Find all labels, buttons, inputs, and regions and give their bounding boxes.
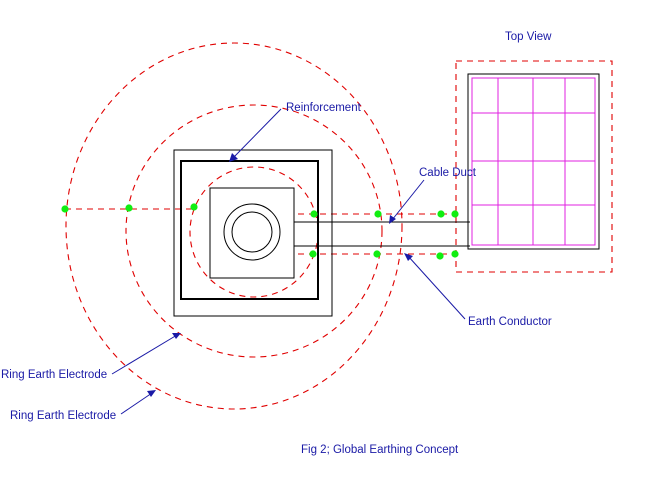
node-duct-upper-1 xyxy=(310,210,318,218)
ring-electrodes xyxy=(65,42,613,410)
node-duct-lower-2 xyxy=(373,250,381,258)
label-cable-duct: Cable Duct xyxy=(419,167,477,179)
node-inner-ring xyxy=(190,203,198,211)
tower-shaft-inner xyxy=(231,211,273,253)
arrow-reinforcement xyxy=(229,153,238,162)
node-duct-lower-4 xyxy=(451,250,459,258)
node-outer-ring xyxy=(61,205,69,213)
label-ring-earth-electrode-outer: Ring Earth Electrode xyxy=(10,410,116,422)
middle-ring-electrode xyxy=(125,104,383,358)
node-duct-upper-2 xyxy=(374,210,382,218)
arrow-ring-inner xyxy=(172,333,181,339)
leader-earth-conductor xyxy=(407,255,466,320)
label-ring-earth-electrode-inner: Ring Earth Electrode xyxy=(1,369,107,381)
leader-ring-outer xyxy=(120,392,153,415)
tower-shaft-outer xyxy=(223,203,281,261)
foundation-slab xyxy=(173,149,333,317)
panel-grid xyxy=(472,78,595,245)
node-duct-upper-3 xyxy=(437,210,445,218)
leader-lines xyxy=(111,108,466,415)
node-duct-upper-4 xyxy=(451,210,459,218)
leader-reinforcement xyxy=(232,108,282,159)
figure-caption: Fig 2; Global Earthing Concept xyxy=(301,444,459,456)
connection-nodes xyxy=(61,203,459,260)
tower-base xyxy=(209,187,295,279)
panel-ring-electrode xyxy=(455,60,613,273)
outer-ring-electrode xyxy=(65,42,403,410)
label-reinforcement: Reinforcement xyxy=(286,102,362,114)
cable-duct xyxy=(294,221,470,247)
node-duct-lower-3 xyxy=(436,252,444,260)
node-middle-ring xyxy=(125,204,133,212)
leader-arrowheads xyxy=(147,153,413,397)
leader-cable-duct xyxy=(391,179,425,221)
label-top-view: Top View xyxy=(505,31,552,43)
label-earth-conductor: Earth Conductor xyxy=(468,316,552,328)
leader-ring-inner xyxy=(111,334,178,375)
reinforcement-cage xyxy=(180,160,319,300)
node-duct-lower-1 xyxy=(309,250,317,258)
panel-housing-outer xyxy=(467,73,600,250)
arrow-ring-outer xyxy=(147,390,156,397)
arrow-cable-duct xyxy=(389,215,396,224)
arrow-earth-conductor xyxy=(404,253,413,261)
